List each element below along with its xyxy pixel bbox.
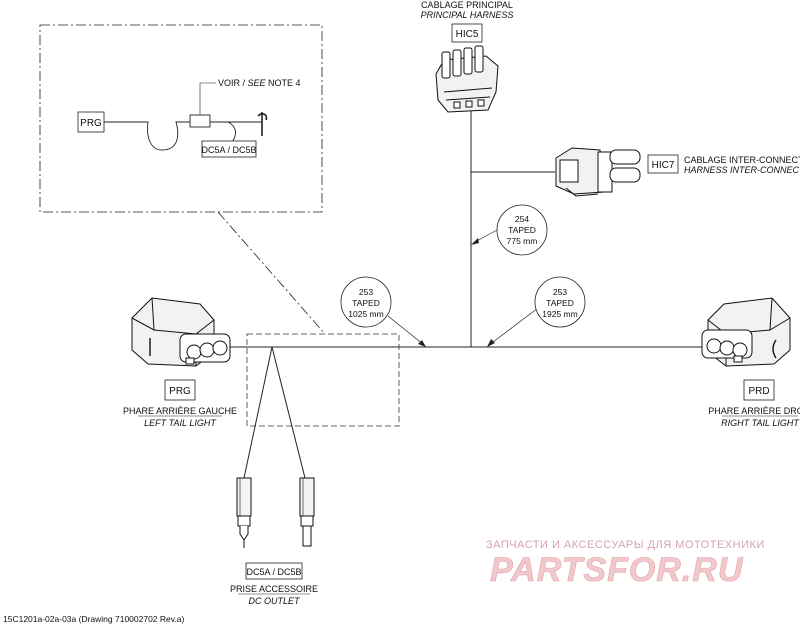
detail-prg-box [77,111,105,133]
hic5-title-en: PRINCIPAL HARNESS [421,10,514,20]
dc-terminal-left-icon [236,477,252,548]
callout-253b-len: 1925 mm [542,309,577,319]
prd-connector: PRD PHARE ARRIÈRE DROIT RIGHT TAIL LIGHT [701,297,800,428]
callout-253b-num: 253 [553,287,567,297]
prg-label: PRG [169,386,191,397]
callout-253a-tape: TAPED [352,298,380,308]
dc-outlet: DC5A / DC5B PRISE ACCESSOIRE DC OUTLET [230,562,318,606]
callout-253a-len: 1025 mm [348,309,383,319]
dc-title-fr: PRISE ACCESSOIRE [230,584,318,594]
prg-title-fr: PHARE ARRIÈRE GAUCHE [123,406,237,416]
watermark-brand: PARTSFOR.RU [490,551,744,589]
prg-connector: PRG PHARE ARRIÈRE GAUCHE LEFT TAIL LIGHT [123,297,237,428]
harness-wires [230,110,705,479]
callout-254-tape: TAPED [508,225,536,235]
detail-note: VOIR / SEE NOTE 4 [218,78,301,88]
dc-terminal-right-icon [299,477,315,547]
hic5-connector-icon [435,45,499,113]
detail-prg-label: PRG [80,118,102,129]
prg-title-en: LEFT TAIL LIGHT [144,418,217,428]
callout-253b: 253 TAPED 1925 mm [487,276,586,347]
dc-box [245,562,303,580]
watermark: ЗАПЧАСТИ И АКСЕССУАРЫ ДЛЯ МОТОТЕХНИКИ PA… [486,539,765,589]
detail-link-line [217,211,326,335]
hic5-title-fr: CABLAGE PRINCIPAL [421,0,513,10]
hic5-connector: CABLAGE PRINCIPAL PRINCIPAL HARNESS HIC5 [421,0,514,113]
dc-label: DC5A / DC5B [246,567,301,577]
prd-title-fr: PHARE ARRIÈRE DROIT [708,406,800,416]
prd-title-en: RIGHT TAIL LIGHT [721,418,800,428]
hic7-box [647,154,679,174]
drawing-footer: 15C1201a-02a-03a (Drawing 710002702 Rev.… [3,614,185,624]
prd-label: PRD [748,386,769,397]
detail-dc-label: DC5A / DC5B [201,145,256,155]
prg-box [164,379,196,401]
callout-253a: 253 TAPED 1025 mm [340,276,426,347]
hic7-title-fr: CABLAGE INTER-CONNECT [684,155,800,165]
watermark-top: ЗАПЧАСТИ И АКСЕССУАРЫ ДЛЯ МОТОТЕХНИКИ [486,539,765,551]
hic7-connector: HIC7 CABLAGE INTER-CONNECT HARNESS INTER… [555,147,800,197]
zoom-region [246,333,400,427]
hic5-label: HIC5 [456,29,479,40]
hic7-label: HIC7 [652,160,675,171]
callout-253b-tape: TAPED [546,298,574,308]
dc-outlet-terminals [236,477,315,548]
detail-dc-box [201,140,257,158]
dc-title-en: DC OUTLET [248,596,301,606]
hic7-title-en: HARNESS INTER-CONNECT [684,165,800,175]
callout-254-len: 775 mm [507,236,538,246]
callout-253a-num: 253 [359,287,373,297]
prd-connector-icon [701,297,791,367]
prd-box [743,379,775,401]
detail-splice [189,114,211,128]
ground-terminal-icon [257,112,268,136]
detail-frame [39,24,323,213]
hic5-box [451,23,483,43]
detail-view: PRG VOIR / SEE NOTE 4 DC5A / DC5B [39,24,323,213]
prg-connector-icon [131,297,231,367]
hic7-connector-icon [555,147,641,197]
callout-254: 254 TAPED 775 mm [471,204,548,256]
callout-254-num: 254 [515,214,529,224]
